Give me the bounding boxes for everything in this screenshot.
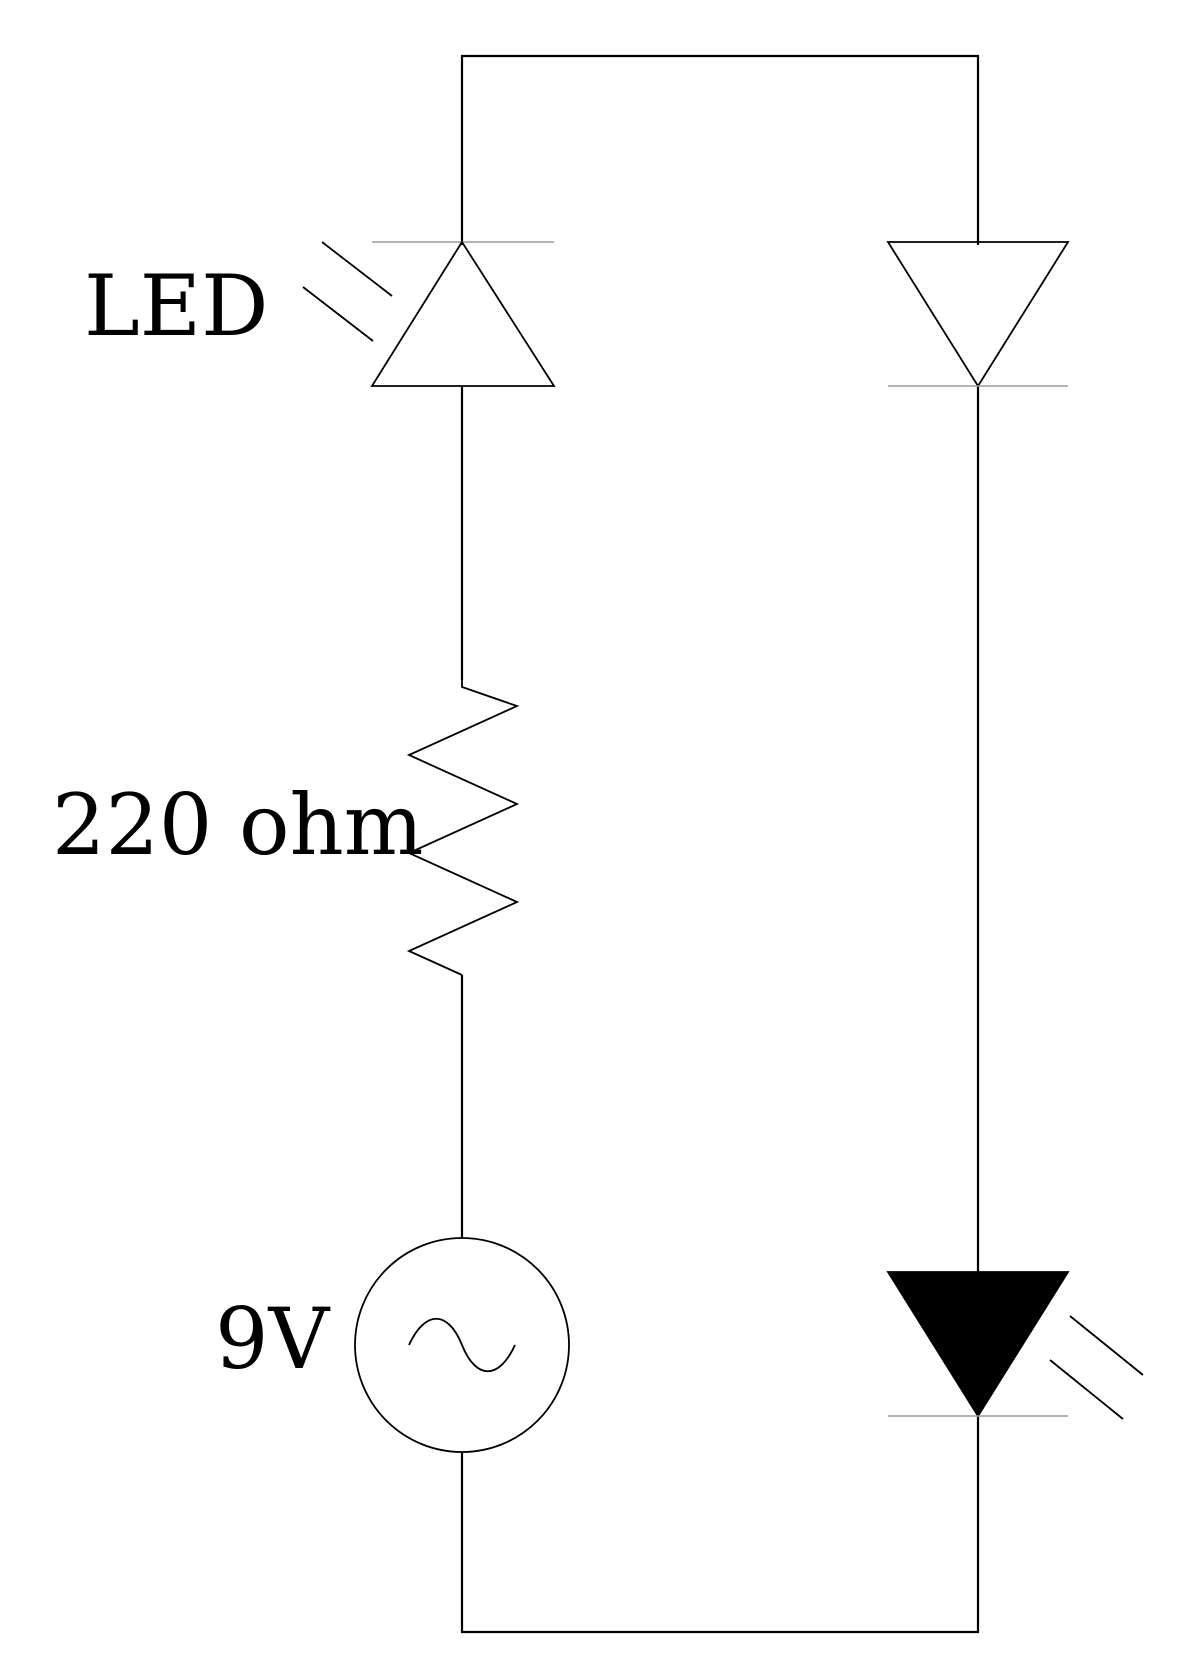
diode-right [886, 241, 1070, 388]
ac-source: 9V [215, 1237, 570, 1453]
sine-wave-icon [408, 1317, 516, 1373]
led-right-light-arrow-1 [1069, 1315, 1144, 1376]
ac-source-circle [354, 1237, 570, 1453]
led-left-triangle [370, 240, 556, 387]
resistor-label: 220 ohm [52, 776, 423, 874]
led-right-light-arrow-2 [1049, 1359, 1124, 1420]
resistor-zigzag [406, 680, 520, 976]
led-left: LED [84, 240, 556, 387]
led-label: LED [84, 257, 268, 355]
source-label: 9V [215, 1290, 330, 1388]
led-right-triangle [886, 1271, 1070, 1418]
wires [460, 54, 980, 1634]
diode-right-triangle [886, 241, 1070, 388]
bottom-wire [460, 1416, 980, 1634]
led-left-light-arrow-1 [321, 241, 393, 297]
resistor: 220 ohm [52, 680, 520, 976]
top-wire [460, 54, 980, 245]
led-left-light-arrow-2 [302, 286, 374, 342]
led-right [886, 1271, 1144, 1420]
